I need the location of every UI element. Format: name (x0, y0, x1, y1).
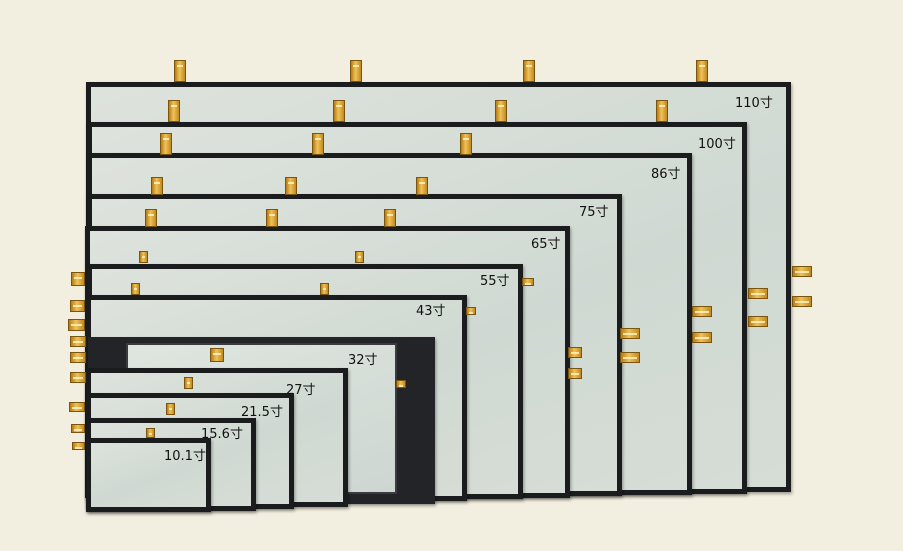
connector-icon (466, 307, 476, 315)
connector-icon (184, 377, 193, 389)
connector-icon (210, 348, 224, 362)
connector-icon (160, 133, 172, 155)
connector-icon (285, 177, 297, 195)
connector-icon (151, 177, 163, 195)
connector-icon (355, 251, 364, 263)
connector-icon (748, 288, 768, 299)
connector-icon (70, 336, 86, 347)
label-100: 100寸 (698, 137, 736, 152)
connector-icon (174, 60, 186, 82)
connector-icon (168, 100, 180, 122)
connector-icon (416, 177, 428, 195)
connector-icon (145, 209, 157, 227)
label-43: 43寸 (416, 304, 446, 319)
connector-icon (460, 133, 472, 155)
label-110: 110寸 (735, 96, 773, 111)
connector-icon (568, 347, 582, 358)
label-10-1: 10.1寸 (164, 449, 206, 464)
connector-icon (71, 424, 85, 433)
connector-icon (384, 209, 396, 227)
connector-icon (72, 442, 85, 450)
connector-icon (522, 278, 534, 286)
connector-icon (70, 372, 86, 383)
connector-icon (68, 319, 85, 331)
connector-icon (266, 209, 278, 227)
connector-icon (70, 352, 86, 363)
connector-icon (312, 133, 324, 155)
label-55: 55寸 (480, 274, 510, 289)
connector-icon (692, 332, 712, 343)
label-15-6: 15.6寸 (201, 427, 243, 442)
label-86: 86寸 (651, 167, 681, 182)
label-27: 27寸 (286, 383, 316, 398)
connector-icon (523, 60, 535, 82)
connector-icon (656, 100, 668, 122)
connector-icon (792, 266, 812, 277)
connector-icon (70, 300, 85, 312)
connector-icon (69, 402, 85, 412)
connector-icon (320, 283, 329, 295)
connector-icon (146, 428, 155, 438)
connector-icon (333, 100, 345, 122)
label-65: 65寸 (531, 237, 561, 252)
connector-icon (792, 296, 812, 307)
connector-icon (620, 352, 640, 363)
connector-icon (748, 316, 768, 327)
connector-icon (396, 380, 406, 388)
connector-icon (71, 272, 85, 286)
label-32: 32寸 (348, 353, 378, 368)
connector-icon (495, 100, 507, 122)
connector-icon (166, 403, 175, 415)
connector-icon (696, 60, 708, 82)
panel-10-1 (86, 438, 211, 512)
connector-icon (620, 328, 640, 339)
connector-icon (350, 60, 362, 82)
connector-icon (692, 306, 712, 317)
label-21-5: 21.5寸 (241, 405, 283, 420)
connector-icon (131, 283, 140, 295)
connector-icon (139, 251, 148, 263)
label-75: 75寸 (579, 205, 609, 220)
connector-icon (568, 368, 582, 379)
